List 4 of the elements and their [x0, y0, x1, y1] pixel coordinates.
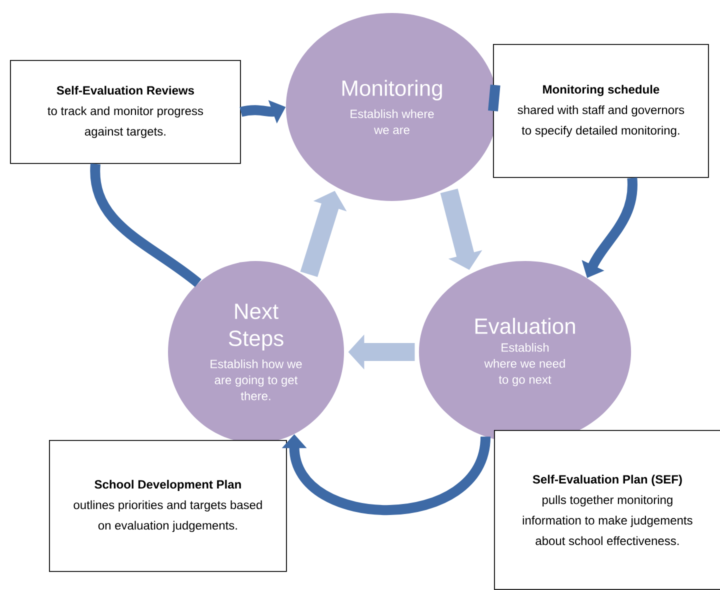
- text-box: School Development Plan outlines priorities and targets based on evaluation judgements.: [49, 440, 287, 572]
- text-box: Self-Evaluation Reviews to track and monitor progress against targets.: [10, 60, 241, 164]
- text-box: Self-Evaluation Plan (SEF) pulls together monitoring information to make judgements about school effectiveness.: [494, 430, 720, 590]
- text-box: Monitoring schedule shared with staff and governors to specify detailed monitoring.: [493, 44, 709, 178]
